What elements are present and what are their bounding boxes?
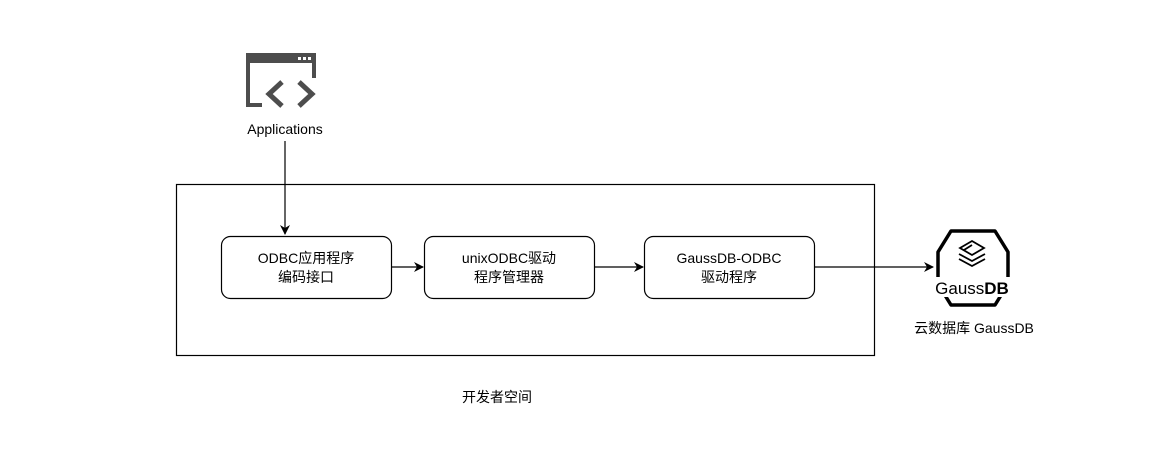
box-line2: 编码接口 — [278, 269, 334, 285]
gaussdb-label: 云数据库 GaussDB — [914, 320, 1034, 336]
unixodbc-manager-box: unixODBC驱动 程序管理器 — [423, 235, 596, 300]
box-line2: 程序管理器 — [474, 269, 544, 285]
code-window-icon — [246, 53, 322, 110]
developer-space-container — [175, 183, 876, 357]
box-line1: unixODBC驱动 — [462, 250, 556, 266]
gaussdb-logo-icon: GaussDB — [933, 229, 1013, 307]
odbc-api-box: ODBC应用程序 编码接口 — [220, 235, 393, 300]
box-line2: 驱动程序 — [701, 269, 757, 285]
applications-label: Applications — [247, 121, 323, 137]
box-line1: ODBC应用程序 — [258, 250, 354, 266]
box-line1: GaussDB-ODBC — [676, 250, 781, 266]
developer-space-label: 开发者空间 — [462, 389, 532, 405]
gaussdb-odbc-driver-box: GaussDB-ODBC 驱动程序 — [643, 235, 816, 300]
svg-text:GaussDB: GaussDB — [935, 279, 1009, 298]
